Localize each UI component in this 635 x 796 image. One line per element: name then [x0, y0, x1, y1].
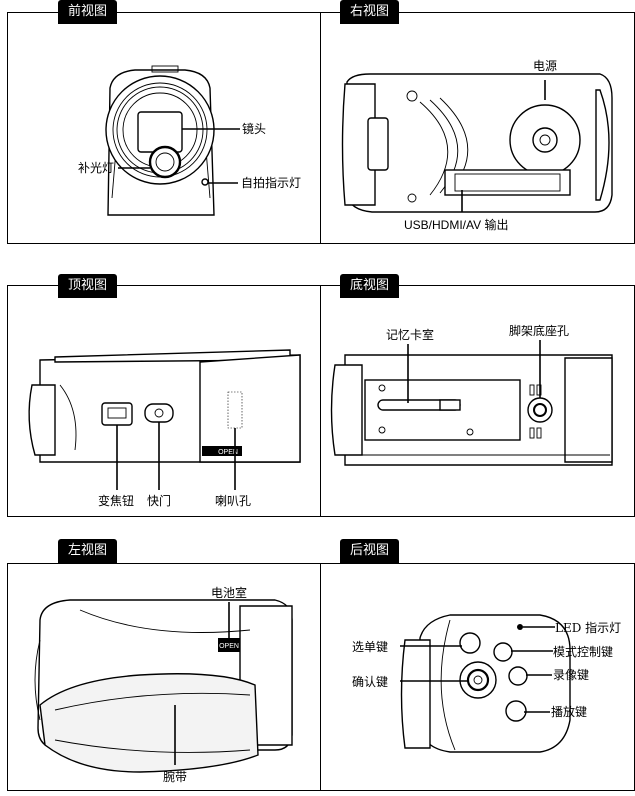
led-indicator-label: LED 指示灯: [555, 621, 622, 635]
wrist-strap-label: 腕带: [163, 770, 188, 784]
left-view-title: 左视图: [58, 539, 118, 563]
row3-divider: [320, 563, 321, 791]
bottom-view-title: 底视图: [340, 274, 400, 298]
play-button-label: 播放键: [551, 705, 588, 719]
battery-compartment-label: 电池室: [211, 586, 248, 600]
right-camera-drawing: [341, 73, 613, 213]
mode-button-label: 模式控制键: [553, 645, 614, 659]
record-button-label: 录像键: [553, 668, 590, 682]
self-timer-led-label: 自拍指示灯: [241, 176, 302, 190]
top-open-text: OPEN: [218, 449, 238, 456]
back-view-title: 后视图: [340, 539, 400, 563]
front-view-title: 前视图: [58, 0, 118, 24]
usb-hdmi-av-label: USB/HDMI/AV 输出: [404, 218, 509, 232]
tripod-mount-label: 脚架底座孔: [509, 324, 570, 338]
top-camera-drawing: OPEN: [28, 349, 301, 490]
power-label: 电源: [533, 59, 558, 73]
row2-divider: [320, 285, 321, 517]
shutter-label: 快门: [147, 494, 172, 508]
left-camera-drawing: OPEN: [34, 599, 293, 773]
memory-card-label: 记忆卡室: [386, 328, 435, 342]
ok-button-label: 确认键: [352, 675, 389, 689]
row1-divider: [320, 12, 321, 244]
right-view-title: 右视图: [340, 0, 400, 24]
top-view-title: 顶视图: [58, 274, 118, 298]
left-open-text: OPEN: [219, 643, 239, 650]
menu-button-label: 选单键: [352, 640, 389, 654]
bottom-camera-drawing: [330, 340, 613, 466]
back-camera-drawing: [400, 614, 571, 753]
lens-label: 镜头: [242, 122, 267, 136]
zoom-lever-label: 变焦钮: [98, 494, 135, 508]
front-camera-drawing: [105, 65, 240, 216]
speaker-label: 喇叭孔: [215, 494, 252, 508]
fill-light-label: 补光灯: [78, 161, 115, 175]
